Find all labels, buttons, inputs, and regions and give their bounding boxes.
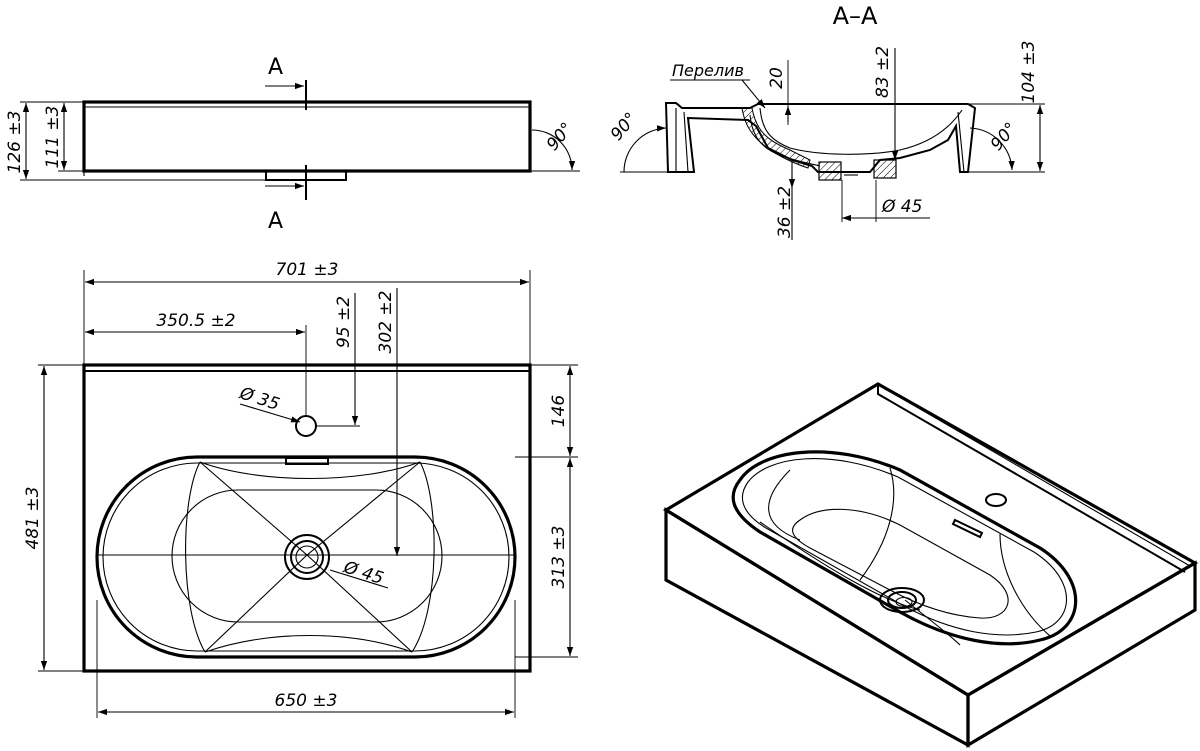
cut-mark-bottom: A (268, 209, 283, 234)
plan-dim-overall-depth: 481 ±3 (23, 487, 43, 550)
isometric-view (662, 382, 1199, 748)
section-angle-right: 90° (987, 119, 1022, 155)
section-dim-bowl-depth: 83 ±2 (873, 46, 893, 98)
section-dim-drain-height: 36 ±2 (775, 186, 795, 238)
plan-dim-bowl-width: 650 ±3 (275, 691, 338, 711)
plan-dim-tap-depth: 95 ±2 (334, 296, 354, 348)
section-dim-total-height: 104 ±3 (1019, 41, 1039, 104)
side-angle-label: 90° (543, 119, 578, 155)
side-dim-total-height: 126 ±3 (5, 111, 25, 174)
plan-dim-overall-width: 701 ±3 (276, 260, 339, 280)
plan-dim-back-deck: 146 (549, 395, 569, 428)
section-title: A–A (833, 2, 878, 30)
plan-dim-tap-offset: 350.5 ±2 (156, 311, 235, 331)
section-dim-overflow: 20 (767, 67, 787, 89)
section-angle-left: 90° (607, 109, 642, 145)
section-dim-drain-diameter: Ø 45 (881, 197, 922, 217)
cut-mark-top: A (268, 55, 283, 80)
section-view (620, 48, 1045, 240)
plan-dim-drain-depth: 302 ±2 (376, 291, 396, 354)
overflow-label: Перелив (672, 61, 744, 80)
side-view (20, 80, 580, 200)
plan-dim-drain-diameter: Ø 45 (340, 557, 386, 589)
side-dim-body-height: 111 ±3 (43, 106, 63, 169)
plan-dim-bowl-depth: 313 ±3 (549, 526, 569, 589)
plan-view (38, 270, 578, 718)
